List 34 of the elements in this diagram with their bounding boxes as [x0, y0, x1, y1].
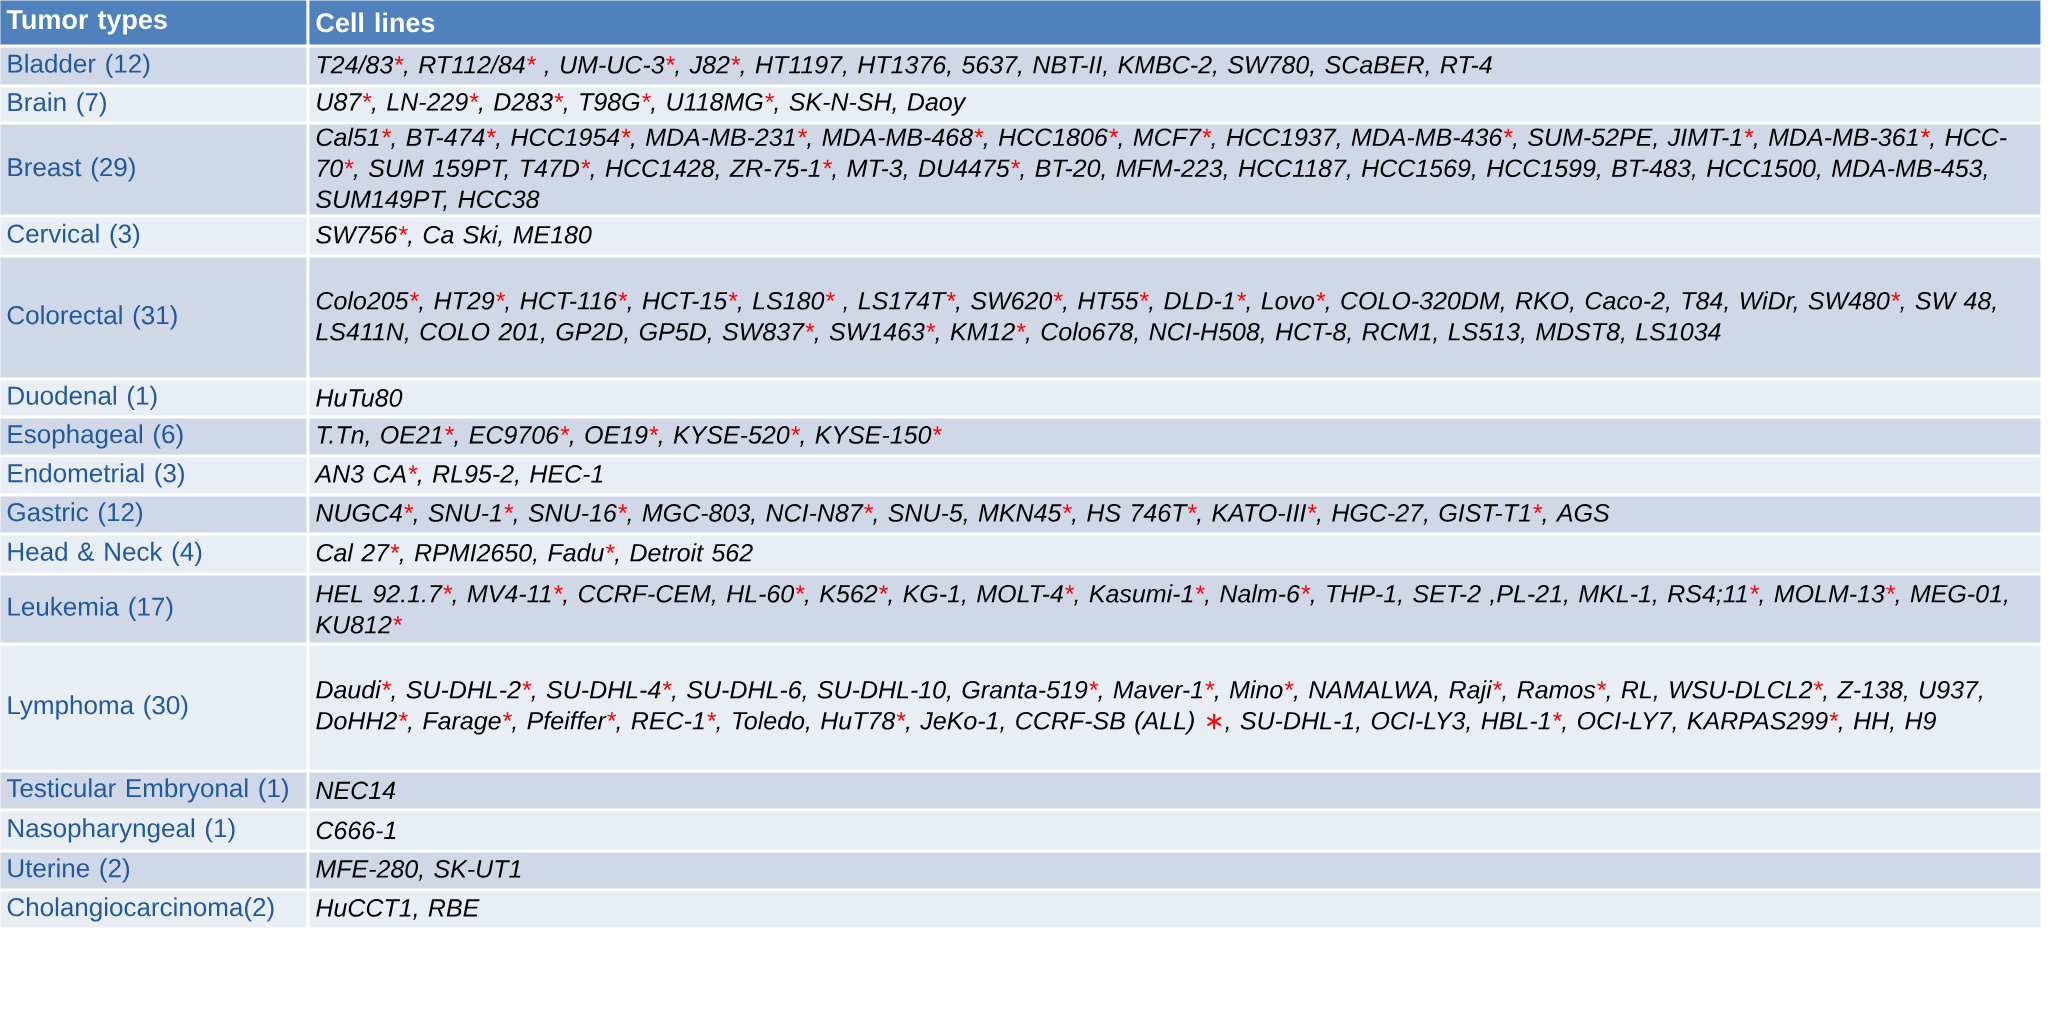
table-cell: Bladder (12) [0, 47, 307, 85]
table-cell: Nasopharyngeal (1) [0, 811, 307, 850]
table-cell: NUGC4*, SNU-1*, SNU-16*, MGC-803, NCI-N87*, SNU-5, MKN45*, HS 746T*, KATO-III*, HGC-27, GIST-T1*, AGS [309, 496, 2041, 533]
table-cell: T.Tn, OE21*, EC9706*, OE19*, KYSE-520*, KYSE-150* [309, 418, 2041, 455]
table-cell: Breast (29) [0, 124, 307, 215]
table-cell: Daudi*, SU-DHL-2*, SU-DHL-4*, SU-DHL-6, SU-DHL-10, Granta-519*, Maver-1*, Mino*, NAMALWA, Raji*, Ramos*, RL, WSU-DLCL2*, Z-138, U937, DoHH2*, Farage*, Pfeiffer*, REC-1*, Toledo, HuT78*, JeKo-1, CCRF-SB (ALL) ∗, SU-DHL-1, OCI-LY3, HBL-1*, OCI-LY7, KARPAS299*, HH, H9 [309, 645, 2041, 770]
table-cell: Leukemia (17) [0, 575, 307, 643]
table-cell: Head & Neck (4) [0, 535, 307, 573]
table-cell: Cal51*, BT-474*, HCC1954*, MDA-MB-231*, MDA-MB-468*, HCC1806*, MCF7*, HCC1937, MDA-MB-436*, SUM-52PE, JIMT-1*, MDA-MB-361*, HCC-70*, SUM 159PT, T47D*, HCC1428, ZR-75-1*, MT-3, DU4475*, BT-20, MFM-223, HCC1187, HCC1569, HCC1599, BT-483, HCC1500, MDA-MB-453, SUM149PT, HCC38 [309, 124, 2041, 215]
table-cell: Gastric (12) [0, 496, 307, 533]
table-cell: Esophageal (6) [0, 418, 307, 455]
table-cell: Colorectal (31) [0, 257, 307, 378]
table-cell: C666-1 [309, 811, 2041, 850]
table-cell: Cal 27*, RPMI2650, Fadu*, Detroit 562 [309, 535, 2041, 573]
table-cell: Cholangiocarcinoma(2) [0, 891, 307, 928]
header-cell: Cell lines [309, 0, 2041, 45]
table-cell: Duodenal (1) [0, 380, 307, 416]
table-cell: SW756*, Ca Ski, ME180 [309, 217, 2041, 255]
table-cell: AN3 CA*, RL95-2, HEC-1 [309, 457, 2041, 494]
header-cell: Tumor types [0, 0, 307, 45]
table-cell: HuTu80 [309, 380, 2041, 416]
table-cell: HuCCT1, RBE [309, 891, 2041, 928]
table-cell: U87*, LN-229*, D283*, T98G*, U118MG*, SK-N-SH, Daoy [309, 87, 2041, 122]
table-cell: Cervical (3) [0, 217, 307, 255]
table-cell: Brain (7) [0, 87, 307, 122]
table-cell: T24/83*, RT112/84* , UM-UC-3*, J82*, HT1197, HT1376, 5637, NBT-II, KMBC-2, SW780, SCaBER, RT-4 [309, 47, 2041, 85]
table-cell: MFE-280, SK-UT1 [309, 852, 2041, 889]
table-cell: HEL 92.1.7*, MV4-11*, CCRF-CEM, HL-60*, K562*, KG-1, MOLT-4*, Kasumi-1*, Nalm-6*, THP-1, SET-2 ,PL-21, MKL-1, RS4;11*, MOLM-13*, MEG-01, KU812* [309, 575, 2041, 643]
table-cell: Testicular Embryonal (1) [0, 772, 307, 809]
table-cell: NEC14 [309, 772, 2041, 809]
table-cell: Lymphoma (30) [0, 645, 307, 770]
table-cell: Endometrial (3) [0, 457, 307, 494]
table-cell: Colo205*, HT29*, HCT-116*, HCT-15*, LS180* , LS174T*, SW620*, HT55*, DLD-1*, Lovo*, COLO-320DM, RKO, Caco-2, T84, WiDr, SW480*, SW 48, LS411N, COLO 201, GP2D, GP5D, SW837*, SW1463*, KM12*, Colo678, NCI-H508, HCT-8, RCM1, LS513, MDST8, LS1034 [309, 257, 2041, 378]
table-cell: Uterine (2) [0, 852, 307, 889]
